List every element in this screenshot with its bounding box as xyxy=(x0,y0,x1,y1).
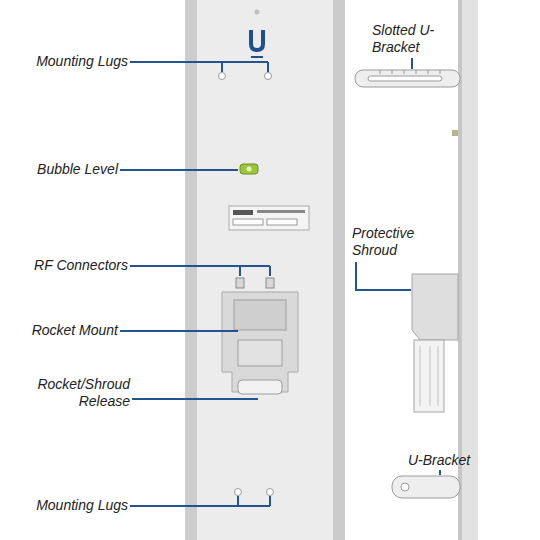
part-label: Mounting Lugs xyxy=(0,497,128,514)
leader-line xyxy=(356,262,411,290)
leader-line xyxy=(120,330,238,332)
protective-shroud xyxy=(412,274,458,340)
u-bracket xyxy=(392,476,460,498)
part-label: Rocket Mount xyxy=(0,322,118,339)
leader-line xyxy=(130,62,268,72)
leader-lines xyxy=(120,58,440,506)
label-mark xyxy=(257,210,305,213)
part-label: Rocket/Shroud Release xyxy=(0,376,130,410)
screw xyxy=(255,10,260,15)
mount-plate xyxy=(238,340,282,366)
leader-line xyxy=(120,169,238,171)
label-mark xyxy=(233,219,263,225)
level-edge xyxy=(452,130,458,136)
slotted-u-bracket xyxy=(355,70,460,87)
rf-connector xyxy=(236,278,244,288)
rocket-mount xyxy=(222,292,298,392)
part-label: RF Connectors xyxy=(0,257,128,274)
part-label: Slotted U-Bracket xyxy=(372,22,450,56)
label-mark xyxy=(233,210,253,215)
release-tab xyxy=(238,380,282,394)
rf-connector xyxy=(266,278,274,288)
leader-line xyxy=(130,496,270,506)
part-label: U-Bracket xyxy=(408,452,488,469)
part-label: Protective Shroud xyxy=(352,225,436,259)
panel-face xyxy=(197,0,333,540)
antenna-panel xyxy=(185,0,345,540)
bracket-slot xyxy=(368,76,442,81)
logo-bar xyxy=(251,56,263,58)
leader-line xyxy=(132,398,258,400)
bubble-level xyxy=(240,164,258,174)
leader-line xyxy=(411,58,413,69)
mounting-lug xyxy=(267,489,274,496)
radio-ribs xyxy=(420,346,438,406)
product-label xyxy=(229,206,309,230)
bracket-hole xyxy=(401,483,409,491)
mounting-lug xyxy=(219,73,226,80)
slot-ticks xyxy=(380,70,440,74)
leader-line xyxy=(439,470,441,475)
part-label: Bubble Level xyxy=(0,161,118,178)
mounting-lug xyxy=(265,73,272,80)
rocket-radio xyxy=(414,340,444,412)
leader-line xyxy=(130,266,270,276)
antenna-front xyxy=(185,0,345,540)
panel-edge xyxy=(333,0,345,540)
panel-edge xyxy=(185,0,197,540)
bubble xyxy=(247,167,252,172)
label-mark xyxy=(267,219,297,225)
mounting-lug xyxy=(235,489,242,496)
mount-plate xyxy=(234,300,286,330)
logo-mark xyxy=(249,30,265,52)
part-label: Mounting Lugs xyxy=(0,53,128,70)
